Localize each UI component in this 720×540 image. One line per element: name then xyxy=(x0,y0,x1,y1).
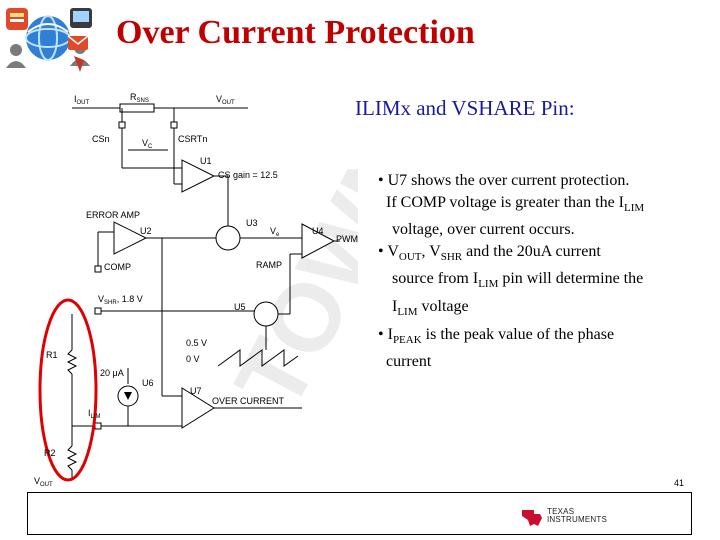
label-pwm: PWM xyxy=(336,234,358,244)
watermark: TOWN xyxy=(215,118,358,426)
bullet-list: • U7 shows the over current protection. … xyxy=(378,170,698,373)
label-r2: R2 xyxy=(44,448,56,458)
label-u6: U6 xyxy=(142,378,154,388)
label-cs-gain: CS gain = 12.5 xyxy=(218,170,278,180)
label-0v: 0 V xyxy=(186,354,200,364)
label-ilim: ILIM xyxy=(88,408,101,420)
bullet-2-line-3: ILIM voltage xyxy=(392,298,469,319)
label-over-current: OVER CURRENT xyxy=(212,396,285,406)
label-vout-bottom: VOUT xyxy=(34,476,53,488)
bullet-1: • U7 shows the over current protection. xyxy=(378,172,630,189)
footer-box xyxy=(27,492,692,535)
bullet-2: • VOUT, VSHR and the 20uA current xyxy=(378,242,601,263)
label-error-amp: ERROR AMP xyxy=(86,210,140,220)
label-vshr: VSHR, 1.8 V xyxy=(98,294,143,306)
ti-logo-icon xyxy=(522,510,542,526)
highlight-ellipse xyxy=(38,298,98,482)
user-icon xyxy=(10,44,22,56)
page-number: 41 xyxy=(674,478,685,488)
bullet-3-line-2: current xyxy=(386,353,432,371)
label-vc: VC xyxy=(142,138,153,150)
label-iout: IOUT xyxy=(74,94,90,106)
slide-title: Over Current Protection xyxy=(116,14,475,51)
label-u5: U5 xyxy=(234,302,246,312)
label-r1: R1 xyxy=(46,350,58,360)
ti-wordmark-line-1: TEXAS xyxy=(547,507,575,516)
label-05v: 0.5 V xyxy=(186,338,207,348)
bullet-1-line-3: voltage, over current occurs. xyxy=(392,221,575,239)
label-u4: U4 xyxy=(312,226,324,236)
label-u3: U3 xyxy=(246,218,258,228)
label-comp: COMP xyxy=(104,262,131,272)
label-rsns: RSNS xyxy=(130,92,149,104)
bullet-3: • IPEAK is the peak value of the phase xyxy=(378,325,615,346)
label-20ua: 20 μA xyxy=(100,368,124,378)
label-csn: CSn xyxy=(92,134,110,144)
slide-subtitle: ILIMx and VSHARE Pin: xyxy=(355,96,575,120)
label-ve: Ve xyxy=(270,226,280,238)
globe-icon xyxy=(26,16,70,60)
label-ramp: RAMP xyxy=(256,260,282,270)
ti-wordmark: TEXAS INSTRUMENTS xyxy=(547,508,607,524)
network-tools-logo xyxy=(6,8,92,72)
label-vout-top: VOUT xyxy=(216,94,235,106)
bullet-2-line-2: source from ILIM pin will determine the xyxy=(392,270,644,291)
ti-wordmark-line-2: INSTRUMENTS xyxy=(547,515,607,524)
label-u2: U2 xyxy=(140,226,152,236)
label-csrtn: CSRTn xyxy=(178,134,207,144)
label-u7: U7 xyxy=(190,386,202,396)
circuit-schematic: TOWN xyxy=(34,92,358,488)
bullet-1-line-2: If COMP voltage is greater than the ILIM xyxy=(386,193,645,214)
label-u1: U1 xyxy=(200,156,212,166)
